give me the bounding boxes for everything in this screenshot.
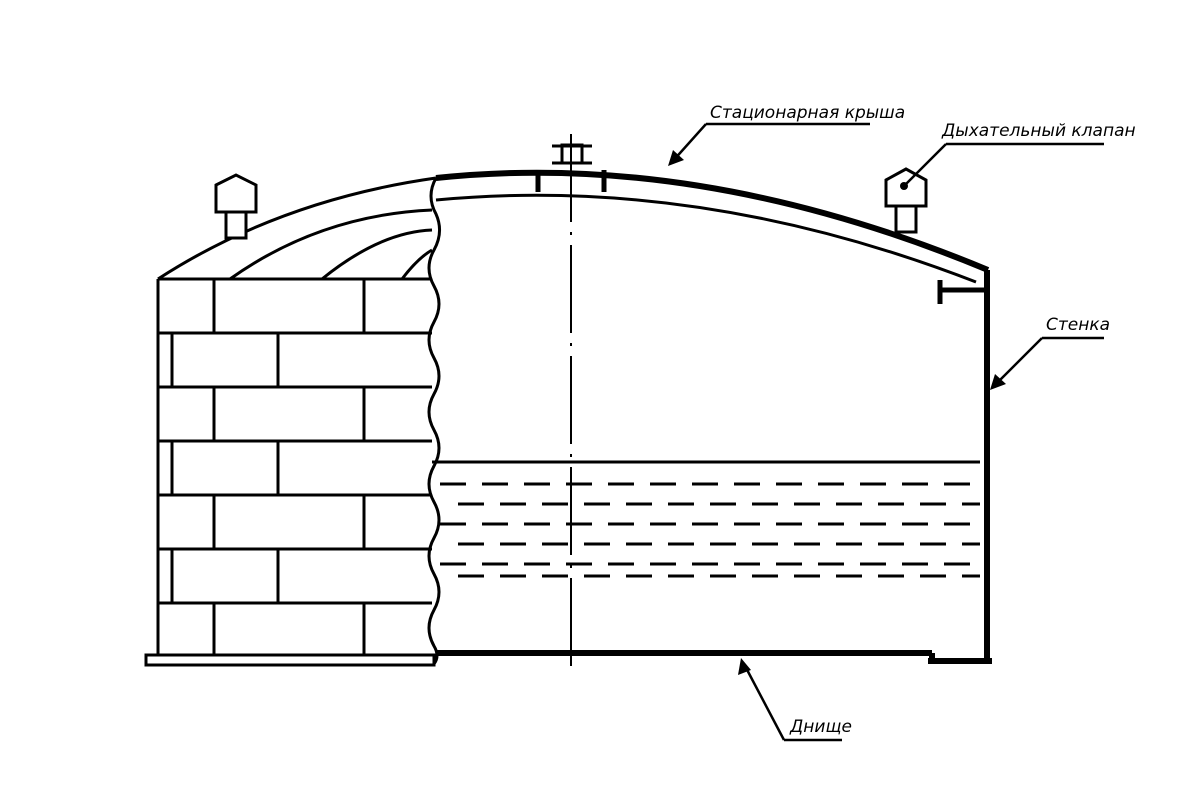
tank-exterior-section (156, 277, 432, 656)
leader-arrow-icon (738, 658, 751, 675)
leader-arrow-icon (993, 336, 1104, 387)
leader-arrow-icon (668, 150, 684, 166)
label-wall: Стенка (1046, 315, 1110, 335)
label-roof: Стационарная крыша (710, 103, 905, 123)
exterior-roof (157, 176, 437, 281)
leader-arrow-icon (742, 663, 842, 742)
tank-bottom (436, 650, 992, 664)
roof-supports (535, 170, 607, 192)
section-break-line (427, 177, 441, 665)
roof-bracket (937, 280, 985, 304)
breathing-valve-icon (884, 167, 928, 234)
leader-arrow-icon (903, 142, 1104, 187)
breathing-valve-icon (214, 173, 258, 240)
stationary-roof (435, 169, 990, 273)
tank-base-plate (144, 653, 436, 667)
leader-arrow-icon (671, 122, 870, 163)
label-valve: Дыхательный клапан (941, 121, 1136, 141)
liquid-dashes (440, 482, 980, 578)
label-bottom: Днище (789, 717, 852, 737)
leader-arrow-icon (990, 374, 1006, 390)
roof-inner-line (435, 193, 977, 284)
